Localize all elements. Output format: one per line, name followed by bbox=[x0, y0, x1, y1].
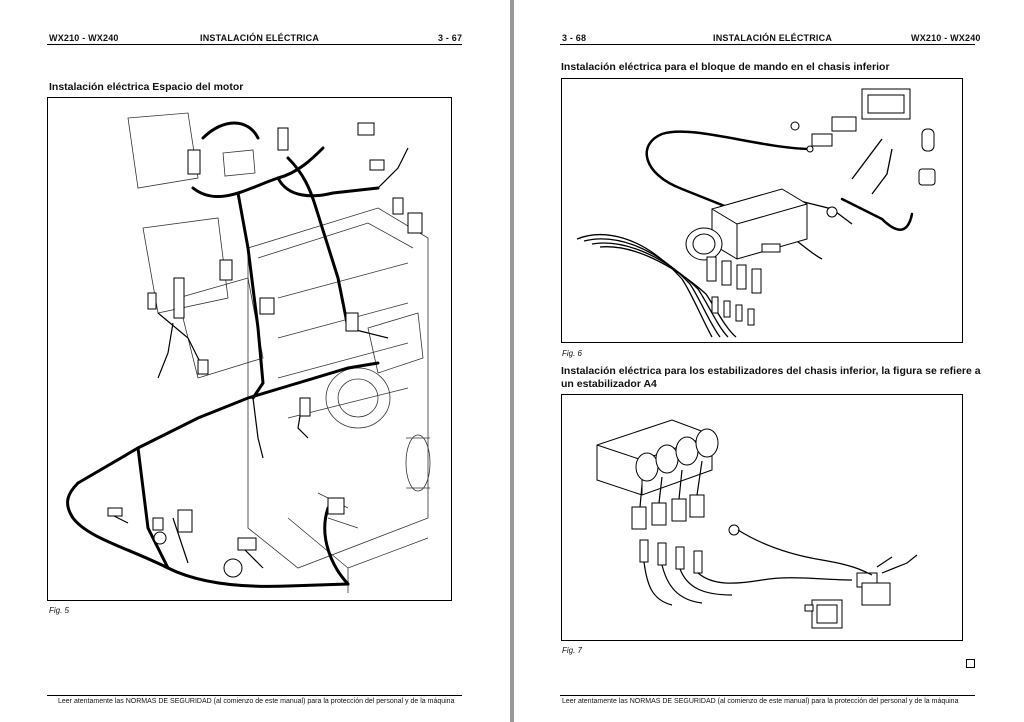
section-title-1: Instalación eléctrica para el bloque de … bbox=[561, 61, 890, 73]
footer-text: Leer atentamente las NORMAS DE SEGURIDAD… bbox=[58, 698, 455, 705]
figure-caption-1: Fig. 6 bbox=[562, 349, 583, 358]
header-model: WX210 - WX240 bbox=[911, 33, 981, 43]
control-block-wiring-diagram bbox=[576, 88, 936, 338]
engine-wiring-diagram bbox=[66, 112, 431, 593]
left-page: WX210 - WX240 INSTALACIÓN ELÉCTRICA 3 - … bbox=[0, 0, 510, 722]
section-title: Instalación eléctrica Espacio del motor bbox=[49, 81, 244, 93]
figure-6-control-block-wiring bbox=[561, 78, 963, 343]
figure-caption: Fig. 5 bbox=[49, 606, 70, 615]
figure-7-stabilizer-wiring bbox=[561, 394, 963, 641]
header-section: INSTALACIÓN ELÉCTRICA bbox=[713, 33, 833, 43]
section-title-2-line-1: Instalación eléctrica para los estabiliz… bbox=[561, 365, 981, 377]
header-rule bbox=[560, 44, 975, 45]
footer-rule bbox=[560, 695, 975, 696]
stabilizer-wiring-diagram bbox=[596, 419, 918, 629]
footer-rule bbox=[47, 695, 462, 696]
header-page-number: 3 - 68 bbox=[562, 33, 587, 43]
header-section: INSTALACIÓN ELÉCTRICA bbox=[200, 33, 320, 43]
header-page-number: 3 - 67 bbox=[438, 33, 463, 43]
right-page: 3 - 68 INSTALACIÓN ELÉCTRICA WX210 - WX2… bbox=[514, 0, 1024, 722]
header-rule bbox=[47, 44, 462, 45]
section-title-2-line-2: un estabilizador A4 bbox=[561, 378, 657, 390]
square-end-marker-icon bbox=[966, 659, 975, 668]
figure-caption-2: Fig. 7 bbox=[562, 646, 583, 655]
header-model: WX210 - WX240 bbox=[49, 33, 119, 43]
figure-5-engine-wiring bbox=[47, 97, 452, 601]
footer-text: Leer atentamente las NORMAS DE SEGURIDAD… bbox=[562, 698, 959, 705]
